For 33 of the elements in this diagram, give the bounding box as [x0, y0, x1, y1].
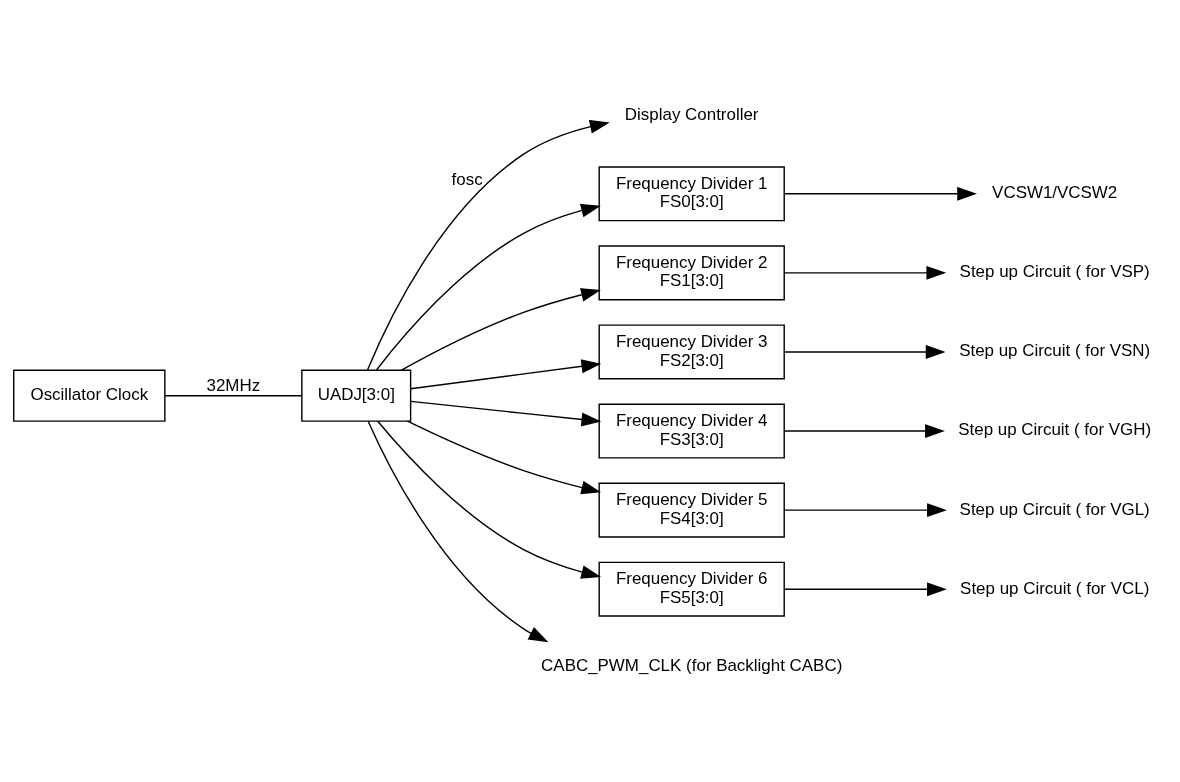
arrow [783, 265, 947, 280]
node-text: CABC_PWM_CLK (for Backlight CABC) [541, 655, 843, 675]
arrow [367, 419, 549, 642]
arrow [783, 581, 947, 596]
node-text: Step up Circuit ( for VSN) [959, 340, 1151, 360]
node-box: Frequency Divider 1 FS0[3:0] [598, 165, 785, 221]
edge-label: 32MHz [206, 375, 261, 395]
node-text: Step up Circuit ( for VGH) [958, 419, 1152, 439]
node-box: Oscillator Clock [13, 369, 166, 422]
node-box: Frequency Divider 4 FS3[3:0] [598, 403, 785, 459]
arrow [377, 420, 602, 579]
arrow [400, 287, 601, 371]
node-box: Frequency Divider 6 FS5[3:0] [598, 561, 785, 617]
arrow [406, 420, 602, 494]
arrow [783, 502, 947, 517]
node-box: Frequency Divider 5 FS4[3:0] [598, 482, 785, 538]
node-text: Display Controller [624, 104, 759, 124]
arrow [410, 358, 602, 389]
arrow [410, 400, 602, 426]
arrow [375, 203, 601, 371]
connector [164, 394, 303, 396]
arrow [783, 186, 977, 201]
arrow [783, 344, 946, 359]
arrow [783, 423, 945, 438]
node-text: Step up Circuit ( for VCL) [960, 578, 1150, 598]
edge-label: fosc [451, 169, 483, 189]
node-text: Step up Circuit ( for VGL) [959, 499, 1150, 519]
node-box: Frequency Divider 2 FS1[3:0] [598, 244, 785, 300]
node-text: VCSW1/VCSW2 [992, 182, 1118, 202]
node-box: Frequency Divider 3 FS2[3:0] [598, 323, 785, 379]
node-box: UADJ[3:0] [301, 369, 412, 422]
node-text: Step up Circuit ( for VSP) [959, 261, 1150, 281]
arrow [366, 119, 610, 371]
